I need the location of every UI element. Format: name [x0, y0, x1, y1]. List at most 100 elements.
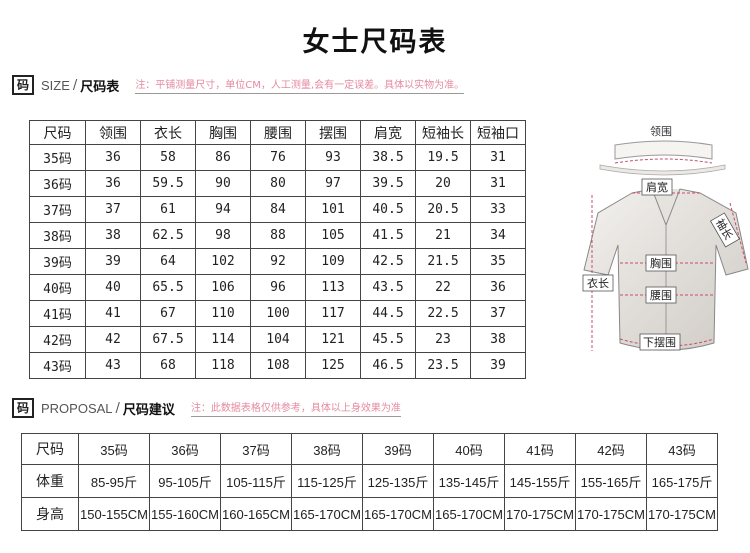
proposal-table-cell: 35码	[78, 433, 150, 465]
size-table-cell: 97	[305, 170, 361, 197]
proposal-table-cell: 105-115斤	[220, 464, 292, 498]
size-table-cell: 42.5	[360, 248, 416, 275]
size-table-cell: 108	[250, 352, 306, 379]
size-table-cell: 43码	[29, 352, 86, 379]
size-table-cell: 58	[140, 144, 196, 171]
size-table-cell: 118	[195, 352, 251, 379]
size-table-header-cell: 腰围	[250, 120, 306, 145]
size-table-cell: 106	[195, 274, 251, 301]
size-table-cell: 41.5	[360, 222, 416, 249]
size-table-cell: 21	[415, 222, 471, 249]
size-table-header-row: 尺码领围衣长胸围腰围摆围肩宽短袖长短袖口	[29, 120, 526, 145]
size-table-cell: 44.5	[360, 300, 416, 327]
proposal-table-cell: 165-170CM	[291, 497, 363, 531]
length-label: 衣长	[587, 276, 609, 290]
size-table-cell: 65.5	[140, 274, 196, 301]
size-table-cell: 21.5	[415, 248, 471, 275]
size-table-header-cell: 衣长	[140, 120, 196, 145]
size-table-cell: 105	[305, 222, 361, 249]
size-table-cell: 62.5	[140, 222, 196, 249]
size-table-cell: 109	[305, 248, 361, 275]
size-table-cell: 22.5	[415, 300, 471, 327]
size-table-cell: 64	[140, 248, 196, 275]
size-table-cell: 37	[470, 300, 526, 327]
size-table-header-cell: 摆围	[305, 120, 361, 145]
proposal-table-cell: 85-95斤	[78, 464, 150, 498]
size-table-cell: 59.5	[140, 170, 196, 197]
size-table-cell: 31	[470, 144, 526, 171]
size-table-cell: 37	[85, 196, 141, 223]
proposal-table-cell: 43码	[646, 433, 718, 465]
proposal-section-sep: /	[115, 400, 120, 416]
proposal-table-cell: 37码	[220, 433, 292, 465]
size-table-cell: 31	[470, 170, 526, 197]
size-table-cell: 35	[470, 248, 526, 275]
size-table-cell: 41	[85, 300, 141, 327]
proposal-table-cell: 38码	[291, 433, 363, 465]
proposal-table-cell: 155-160CM	[149, 497, 221, 531]
proposal-table-cell: 165-170CM	[433, 497, 505, 531]
waist-label: 腰围	[650, 289, 672, 302]
proposal-table-cell: 145-155斤	[504, 464, 576, 498]
size-table-cell: 38码	[29, 222, 86, 249]
size-table-cell: 110	[195, 300, 251, 327]
size-table-cell: 40	[85, 274, 141, 301]
shoulder-label: 肩宽	[646, 180, 668, 194]
proposal-table-cell: 170-175CM	[646, 497, 718, 531]
size-table-cell: 36码	[29, 170, 86, 197]
size-table-cell: 121	[305, 326, 361, 353]
size-table-cell: 45.5	[360, 326, 416, 353]
size-table-cell: 101	[305, 196, 361, 223]
size-table-cell: 96	[250, 274, 306, 301]
size-table-cell: 20.5	[415, 196, 471, 223]
size-table-cell: 80	[250, 170, 306, 197]
page-title: 女士尺码表	[302, 27, 448, 58]
size-table-cell: 104	[250, 326, 306, 353]
proposal-section-en: PROPOSAL	[41, 400, 113, 416]
size-table-cell: 20	[415, 170, 471, 197]
size-table-cell: 40.5	[360, 196, 416, 223]
size-section-note: 注：平铺测量尺寸，单位CM，人工测量,会有一定误差。具体以实物为准。	[135, 76, 465, 94]
size-table-cell: 113	[305, 274, 361, 301]
size-section-en: SIZE	[41, 77, 70, 93]
size-table-cell: 68	[140, 352, 196, 379]
size-table-cell: 39	[470, 352, 526, 379]
proposal-table-cell: 165-175斤	[646, 464, 718, 498]
size-table-cell: 22	[415, 274, 471, 301]
shirt-measurement-figure: 领围 肩宽 胸围 腰围 下摆围 衣长 袖长	[582, 125, 749, 351]
size-table-cell: 42码	[29, 326, 86, 353]
size-table-header-cell: 短袖长	[415, 120, 471, 145]
proposal-section-header: 码 PROPOSAL / 尺码建议 注：此数据表格仅供参考，具体以上身效果为准	[12, 398, 401, 418]
proposal-table-cell: 115-125斤	[291, 464, 363, 498]
size-table-cell: 92	[250, 248, 306, 275]
proposal-table-cell: 40码	[433, 433, 505, 465]
size-table-cell: 125	[305, 352, 361, 379]
size-table-cell: 90	[195, 170, 251, 197]
size-table-cell: 43.5	[360, 274, 416, 301]
hem-label: 下摆围	[643, 335, 676, 349]
size-section-header: 码 SIZE / 尺码表 注：平铺测量尺寸，单位CM，人工测量,会有一定误差。具…	[12, 75, 465, 95]
proposal-table-cell: 135-145斤	[433, 464, 505, 498]
size-table-cell: 34	[470, 222, 526, 249]
size-table-cell: 35码	[29, 144, 86, 171]
size-table-cell: 39.5	[360, 170, 416, 197]
proposal-code-icon: 码	[12, 398, 34, 418]
proposal-table-cell: 尺码	[21, 433, 79, 465]
size-code-icon: 码	[12, 75, 34, 95]
size-table-cell: 117	[305, 300, 361, 327]
size-table-cell: 46.5	[360, 352, 416, 379]
proposal-table-cell: 36码	[149, 433, 221, 465]
size-table-cell: 43	[85, 352, 141, 379]
size-table-cell: 67	[140, 300, 196, 327]
size-table-cell: 38	[85, 222, 141, 249]
collar-diagram: 领围	[599, 125, 726, 176]
size-table-cell: 40码	[29, 274, 86, 301]
proposal-table-cell: 170-175CM	[504, 497, 576, 531]
